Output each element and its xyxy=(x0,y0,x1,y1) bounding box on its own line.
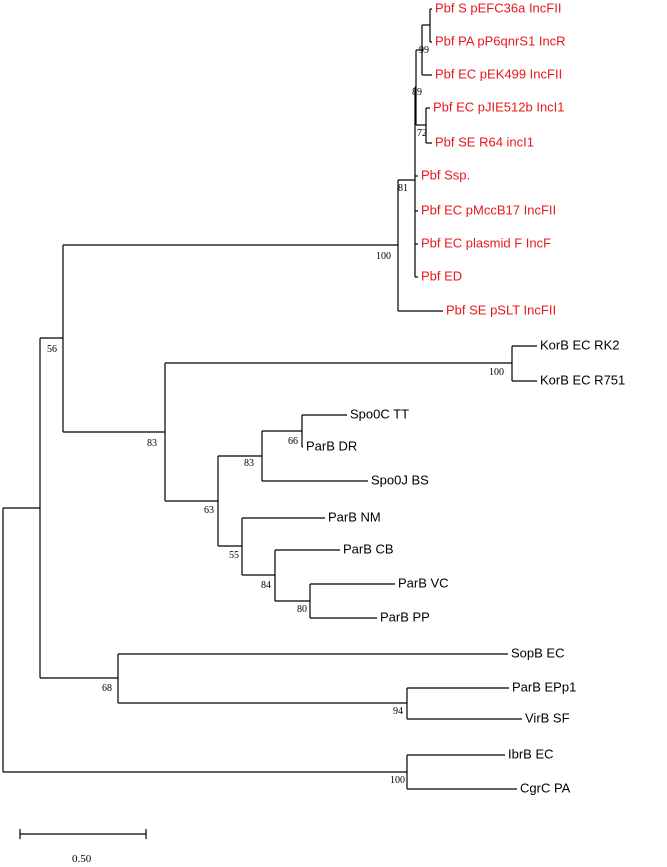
bootstrap-value: 81 xyxy=(398,183,408,194)
leaf-label: Pbf EC pEK499 IncFII xyxy=(435,66,562,81)
bootstrap-value: 56 xyxy=(47,344,57,355)
leaf-labels: Pbf S pEFC36a IncFII Pbf PA pP6qnrS1 IncR… xyxy=(306,0,625,795)
bootstrap-value: 72 xyxy=(417,128,427,139)
bootstrap-value: 80 xyxy=(297,604,307,615)
bootstrap-value: 89 xyxy=(412,87,422,98)
leaf-label: Pbf PA pP6qnrS1 IncR xyxy=(435,33,566,48)
leaf-label: Pbf Ssp. xyxy=(421,167,470,182)
leaf-label: Spo0J BS xyxy=(371,472,429,487)
bootstrap-support-values: 99 89 72 81 100 56 100 83 66 83 63 55 84 80 68 94 100 xyxy=(47,45,504,786)
leaf-label: VirB SF xyxy=(525,710,570,725)
bootstrap-value: 68 xyxy=(102,683,112,694)
leaf-label: KorB EC RK2 xyxy=(540,337,619,352)
bootstrap-value: 66 xyxy=(288,436,298,447)
leaf-label: ParB PP xyxy=(380,609,430,624)
scale-bar-label: 0.50 xyxy=(72,853,92,865)
leaf-label: CgrC PA xyxy=(520,780,571,795)
leaf-label: Pbf S pEFC36a IncFII xyxy=(435,0,561,15)
leaf-label: Pbf EC pJIE512b IncI1 xyxy=(433,99,565,114)
bootstrap-value: 55 xyxy=(229,550,239,561)
leaf-label: Pbf EC plasmid F IncF xyxy=(421,235,551,250)
bootstrap-value: 100 xyxy=(390,775,405,786)
leaf-label: SopB EC xyxy=(511,645,564,660)
leaf-label: ParB VC xyxy=(398,575,449,590)
bootstrap-value: 94 xyxy=(393,706,403,717)
bootstrap-value: 63 xyxy=(204,505,214,516)
scale-bar: 0.50 xyxy=(19,829,147,865)
leaf-label: Spo0C TT xyxy=(350,406,409,421)
leaf-label: Pbf ED xyxy=(421,268,462,283)
leaf-label: Pbf SE pSLT IncFII xyxy=(446,302,556,317)
tree-branches xyxy=(2,8,537,790)
bootstrap-value: 99 xyxy=(419,45,429,56)
bootstrap-value: 84 xyxy=(261,580,271,591)
leaf-label: ParB CB xyxy=(343,541,394,556)
leaf-label: Pbf EC pMccB17 IncFII xyxy=(421,202,556,217)
leaf-label: Pbf SE R64 incI1 xyxy=(435,134,534,149)
bootstrap-value: 83 xyxy=(147,438,157,449)
leaf-label: ParB DR xyxy=(306,438,357,453)
bootstrap-value: 83 xyxy=(244,458,254,469)
leaf-label: IbrB EC xyxy=(508,746,554,761)
bootstrap-value: 100 xyxy=(376,251,391,262)
bootstrap-value: 100 xyxy=(489,367,504,378)
leaf-label: ParB EPp1 xyxy=(512,679,576,694)
leaf-label: ParB NM xyxy=(328,509,381,524)
leaf-label: KorB EC R751 xyxy=(540,372,625,387)
